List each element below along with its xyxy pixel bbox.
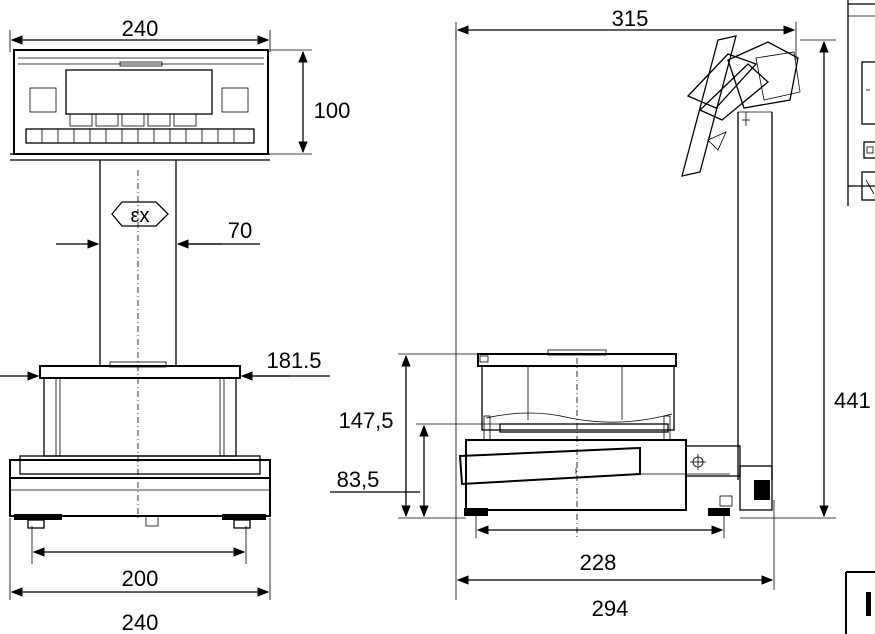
draft-shield: [39, 361, 241, 457]
display-head: [10, 49, 270, 161]
base-width-label: 240: [122, 610, 159, 634]
side-view: 315 441 147,5 83,5 228: [330, 6, 871, 621]
front-dim-181-5: 181.5: [0, 348, 330, 381]
partial-detail-view: [847, 0, 875, 206]
front-view: εx 240: [0, 16, 350, 634]
side-dim-228: 228: [475, 514, 725, 575]
side-dim-441: 441: [740, 39, 871, 519]
front-dim-240-top: 240: [9, 16, 271, 52]
base-depth-label: 294: [592, 596, 629, 621]
front-foot-spacing-label: 200: [122, 566, 159, 591]
ex-mark-badge: εx: [111, 201, 169, 227]
base: [9, 455, 271, 529]
column: [99, 160, 177, 520]
head-height-label: 100: [314, 98, 351, 123]
side-column: [737, 111, 773, 480]
overall-depth-label: 315: [612, 6, 649, 31]
head-width-label: 240: [122, 16, 159, 41]
overall-height-label: 441: [834, 388, 871, 413]
side-display-head: [681, 35, 801, 177]
front-dim-100: 100: [270, 49, 351, 155]
side-dim-83-5: 83,5: [330, 423, 500, 518]
side-dim-315: 315: [455, 6, 797, 600]
ex-mark: εx: [131, 205, 150, 227]
side-draft-shield: [477, 349, 677, 540]
front-dim-200: 200: [31, 526, 247, 591]
front-dim-70: 70: [56, 218, 260, 249]
shield-width-label: 181.5: [266, 348, 321, 373]
column-width-label: 70: [228, 218, 252, 243]
side-foot-spacing-label: 228: [580, 550, 617, 575]
partial-corner-box: [845, 571, 875, 634]
side-dim-147-5: 147,5: [338, 353, 478, 519]
side-dim-294: 294: [456, 500, 775, 621]
side-base: [458, 423, 773, 516]
pan-height-label: 83,5: [337, 467, 380, 492]
shield-height-label: 147,5: [338, 408, 393, 433]
front-dim-240-bottom: 240: [9, 518, 271, 634]
